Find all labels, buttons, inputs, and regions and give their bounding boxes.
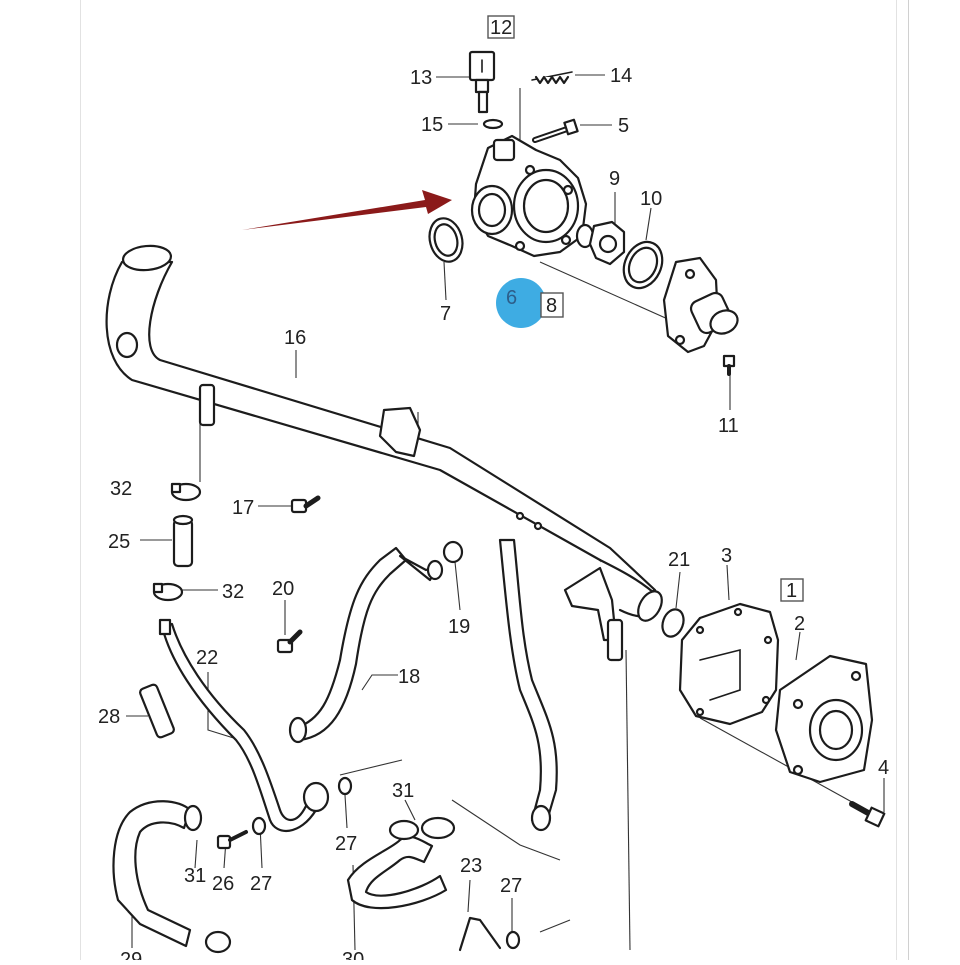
callout-27-c: 27: [500, 875, 522, 897]
callout-22: 22: [196, 647, 218, 669]
housing-gasket: [428, 217, 464, 263]
bolt-26: [216, 830, 248, 850]
callout-7: 7: [440, 303, 451, 325]
callout-3: 3: [721, 545, 732, 567]
callout-27-b: 27: [250, 873, 272, 895]
pipe-bolt-17: [290, 495, 321, 514]
bypass-seal: [442, 540, 464, 564]
callout-11: 11: [718, 415, 739, 437]
callout-16: 16: [284, 327, 306, 349]
water-pump-gasket: [678, 602, 780, 726]
callout-box-12: [487, 15, 515, 39]
callout-15: 15: [421, 114, 443, 136]
pump-o-ring: [661, 608, 685, 638]
callout-6: 6: [506, 287, 517, 309]
lower-hose-29: [112, 800, 232, 954]
hose-clamp-lower: [152, 582, 184, 602]
thermostat-seal-ring: [622, 240, 664, 290]
callout-5: 5: [618, 115, 629, 137]
callout-17: 17: [232, 497, 254, 519]
lower-hose-30: [346, 816, 456, 910]
outlet-cover: [662, 256, 739, 354]
callout-32-lower: 32: [222, 581, 244, 603]
callout-18: 18: [398, 666, 420, 688]
callout-box-8: [540, 292, 564, 318]
short-hose: [139, 683, 175, 739]
callout-30: 30: [342, 949, 364, 960]
page-edge-right-outer: [908, 0, 909, 960]
coolant-pipe: [105, 244, 663, 662]
water-pump: [774, 654, 874, 784]
callout-31-left: 31: [184, 865, 206, 887]
pointer-arrow: [242, 190, 452, 230]
page-edge-left: [80, 0, 81, 960]
thermostat: [575, 220, 626, 266]
connector-hose: [172, 514, 194, 568]
cover-bolt: [722, 354, 736, 376]
callout-4: 4: [878, 757, 889, 779]
callout-29: 29: [120, 949, 142, 960]
center-return-pipe: [498, 538, 558, 832]
housing-bolt: [532, 118, 579, 143]
bracket-screw-14: [531, 71, 573, 85]
sensor-o-ring: [482, 118, 504, 130]
pipe-bolt-20: [276, 629, 303, 654]
highlight-dot: [496, 278, 546, 328]
callout-31-right: 31: [392, 780, 414, 802]
callout-26: 26: [212, 873, 234, 895]
callout-2: 2: [794, 613, 805, 635]
callout-8: 8: [546, 295, 557, 317]
thermostat-housing: [470, 134, 588, 258]
heater-pipe: [158, 618, 330, 833]
callout-20: 20: [272, 578, 294, 600]
bracket-23: [458, 916, 502, 952]
callout-1: 1: [786, 580, 797, 602]
bypass-hose: [288, 546, 444, 744]
callout-box-1: [780, 578, 804, 602]
callout-23: 23: [460, 855, 482, 877]
water-pump-bolt: [849, 801, 886, 828]
page-edge-right: [896, 0, 897, 960]
callout-32-upper: 32: [110, 478, 132, 500]
callout-9: 9: [609, 168, 620, 190]
o-ring-27-c: [505, 930, 521, 950]
leader-lines: [126, 74, 885, 951]
callout-12: 12: [490, 17, 512, 39]
o-ring-27-b: [251, 816, 267, 836]
callout-21: 21: [668, 549, 690, 571]
o-ring-27-a: [337, 776, 353, 796]
callout-27-a: 27: [335, 833, 357, 855]
callout-labels: 12 13 14 15 5 9 10 7 6 8 11 16 32 17 25 …: [98, 17, 889, 965]
callout-13: 13: [410, 67, 432, 89]
callout-19: 19: [448, 616, 470, 638]
callout-25: 25: [108, 531, 130, 553]
callout-14: 14: [610, 65, 632, 87]
callout-10: 10: [640, 188, 662, 210]
callout-28: 28: [98, 706, 120, 728]
temperature-sensor: [468, 50, 496, 114]
hose-clamp-upper: [170, 482, 202, 502]
